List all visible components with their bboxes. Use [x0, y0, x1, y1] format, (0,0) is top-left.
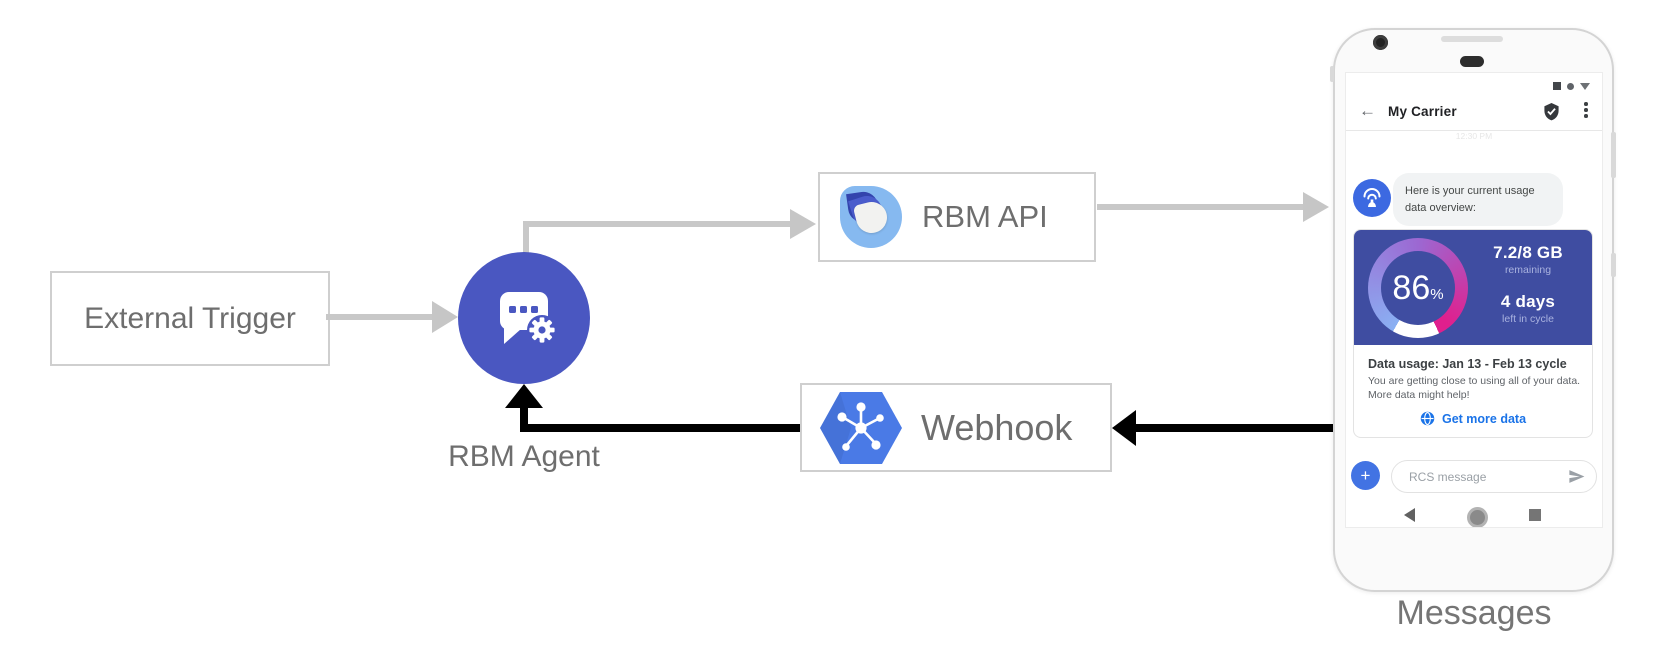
usage-percent-symbol: % — [1430, 286, 1444, 303]
timestamp: 12:30 PM — [1455, 131, 1493, 141]
compose-plus-button[interactable]: + — [1351, 461, 1380, 490]
webhook-hexagon-icon — [820, 391, 902, 464]
usage-card: 86 % 7.2/8 GB remaining 4 days left in c… — [1353, 229, 1593, 438]
arrow-api-to-phone-line — [1097, 204, 1303, 210]
send-icon[interactable] — [1567, 467, 1586, 486]
carrier-bot-avatar — [1353, 179, 1391, 217]
get-more-data-label: Get more data — [1441, 411, 1527, 426]
message-input-pill — [1391, 460, 1597, 493]
webhook-box: Webhook — [800, 383, 1112, 472]
status-bar — [1553, 82, 1590, 90]
usage-summary: 7.2/8 GB remaining 4 days left in cycle — [1472, 243, 1584, 325]
bot-message-bubble: Here is your current usage data overview… — [1393, 173, 1563, 226]
usage-card-title: Data usage: Jan 13 - Feb 13 cycle — [1368, 357, 1567, 371]
usage-gauge: 86 % — [1368, 238, 1468, 338]
front-camera — [1373, 35, 1388, 50]
days-left-value: 4 days — [1500, 292, 1556, 311]
status-triangle-icon — [1580, 82, 1590, 90]
arrow-agent-to-api-vertical — [523, 224, 529, 254]
phone-caption: Messages — [1396, 594, 1552, 632]
status-dot-icon — [1567, 82, 1574, 90]
data-remaining-value: 7.2/8 GB — [1493, 243, 1563, 262]
overflow-menu-icon[interactable] — [1584, 102, 1588, 118]
usage-gauge-center: 86 % — [1381, 251, 1455, 325]
arrow-phone-to-webhook-line — [1134, 424, 1333, 432]
arrow-webhook-to-agent-horizontal — [520, 424, 800, 432]
nav-back-button[interactable] — [1404, 508, 1415, 522]
arrow-webhook-to-agent-head — [505, 384, 543, 408]
usage-card-text-line2: More data might help! — [1368, 389, 1470, 401]
chat-bubble-gear-icon — [500, 292, 557, 345]
external-trigger-box: External Trigger — [50, 271, 330, 366]
arrow-agent-to-api-horizontal — [523, 221, 790, 227]
usage-percent: 86 — [1392, 269, 1431, 307]
webhook-label: Webhook — [921, 406, 1073, 448]
earpiece — [1460, 56, 1484, 67]
conversation-title: My Carrier — [1388, 104, 1457, 119]
globe-icon — [1420, 411, 1435, 426]
rcs-message-input[interactable] — [1407, 468, 1567, 485]
arrow-trigger-to-agent-line — [326, 314, 432, 320]
phone-volume-button — [1611, 253, 1616, 277]
nav-recents-button[interactable] — [1529, 509, 1541, 521]
arrow-phone-to-webhook-head — [1112, 410, 1136, 446]
plus-glyph: + — [1360, 466, 1371, 485]
verified-shield-icon — [1544, 103, 1559, 121]
back-arrow-button[interactable]: ← — [1359, 101, 1376, 120]
days-left-label: left in cycle — [1502, 313, 1554, 325]
phone-screen: ← My Carrier 12:30 PM Here is your curre… — [1345, 72, 1603, 528]
get-more-data-button[interactable]: Get more data — [1368, 411, 1578, 426]
external-trigger-label: External Trigger — [84, 301, 296, 335]
nav-home-button[interactable] — [1467, 507, 1488, 527]
arrow-agent-to-api-head — [790, 209, 816, 239]
phone-power-button — [1611, 132, 1616, 178]
usage-card-header: 86 % 7.2/8 GB remaining 4 days left in c… — [1354, 230, 1592, 345]
rbm-api-box: RBM API — [818, 172, 1096, 262]
rbm-agent-label: RBM Agent — [448, 440, 600, 473]
status-square-icon — [1553, 82, 1561, 90]
arrow-trigger-to-agent-head — [432, 301, 458, 333]
data-remaining-label: remaining — [1504, 264, 1552, 276]
usage-card-body: Data usage: Jan 13 - Feb 13 cycle You ar… — [1354, 345, 1592, 437]
antenna-icon — [1363, 188, 1381, 207]
usage-card-text-line1: You are getting close to using all of yo… — [1368, 375, 1581, 387]
conversation-header: ← My Carrier — [1346, 93, 1602, 131]
arrow-api-to-phone-head — [1303, 192, 1329, 222]
rbm-api-logo-icon — [840, 186, 902, 248]
rbm-api-label: RBM API — [922, 199, 1048, 234]
rbm-agent-node — [458, 252, 590, 384]
arrow-webhook-to-agent-vertical — [520, 406, 528, 432]
phone-sim-notch — [1330, 66, 1334, 82]
speaker-grill — [1441, 36, 1503, 42]
